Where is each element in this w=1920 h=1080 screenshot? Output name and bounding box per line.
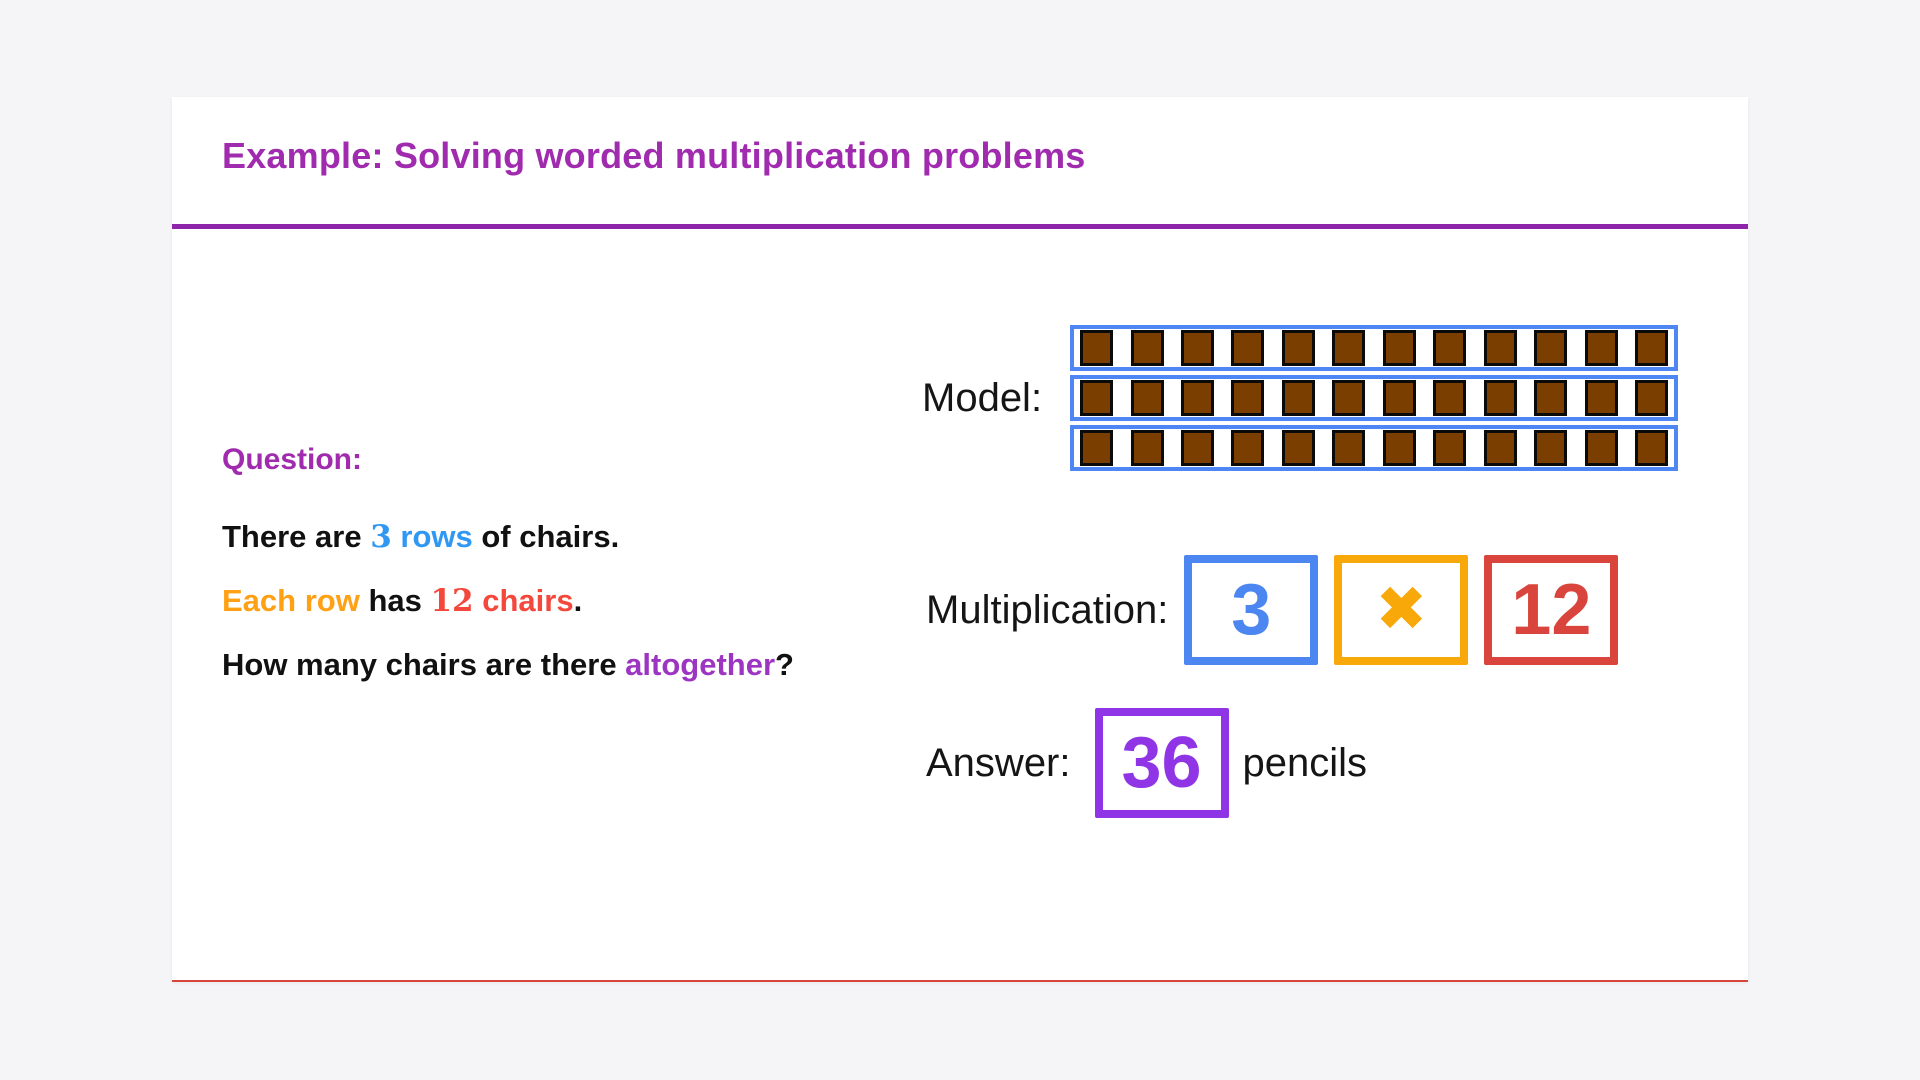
multiply-operator-box: ✖ <box>1334 555 1469 665</box>
model-square <box>1483 330 1517 366</box>
model-square <box>1534 380 1568 416</box>
model-square <box>1433 330 1467 366</box>
answer-label: Answer: <box>926 740 1071 785</box>
model-square <box>1534 330 1568 366</box>
model-square <box>1332 430 1366 466</box>
model-row <box>1070 375 1679 421</box>
question-line3-qmark: ? <box>775 647 794 682</box>
model-square <box>1130 430 1164 466</box>
model-square <box>1080 380 1114 416</box>
factor2-value: 12 <box>1511 570 1592 650</box>
model-square <box>1281 430 1315 466</box>
multiplication-label: Multiplication: <box>926 587 1169 632</box>
model-square <box>1483 430 1517 466</box>
model-square <box>1584 430 1618 466</box>
model-square <box>1635 430 1669 466</box>
answer-section: Answer: 36 pencils <box>926 708 1367 818</box>
model-square <box>1635 330 1669 366</box>
altogether-highlight: altogether <box>625 647 776 682</box>
model-square <box>1635 380 1669 416</box>
chairs-highlight: chairs <box>473 583 574 618</box>
model-square <box>1584 380 1618 416</box>
factor1-value: 3 <box>1231 570 1272 650</box>
question-line-2: Each row has 12 chairs. <box>222 583 582 619</box>
answer-box: 36 <box>1094 708 1229 818</box>
answer-unit: pencils <box>1242 740 1368 785</box>
model-square <box>1231 430 1265 466</box>
model-square <box>1080 330 1114 366</box>
question-line2-middle: has <box>359 583 431 618</box>
example-card: Example: Solving worded multiplication p… <box>172 97 1748 982</box>
model-array <box>1070 325 1679 471</box>
model-square <box>1180 430 1214 466</box>
model-square <box>1130 380 1164 416</box>
multiplication-section: Multiplication: 3 ✖ 12 <box>926 555 1619 665</box>
model-square <box>1080 430 1114 466</box>
model-square <box>1180 330 1214 366</box>
model-square <box>1382 380 1416 416</box>
model-square <box>1231 330 1265 366</box>
question-line-1: There are 3 rows of chairs. <box>222 519 619 555</box>
question-line1-prefix: There are <box>222 519 371 554</box>
question-line-3: How many chairs are there altogether? <box>222 647 794 683</box>
model-square <box>1382 330 1416 366</box>
chairs-per-row-number: 12 <box>430 583 474 619</box>
model-square <box>1180 380 1214 416</box>
title-divider <box>172 224 1748 229</box>
model-square <box>1281 330 1315 366</box>
model-section: Model: <box>922 325 1679 471</box>
page-title: Example: Solving worded multiplication p… <box>222 135 1086 176</box>
question-line1-suffix: of chairs. <box>472 519 620 554</box>
rows-count-number: 3 <box>370 519 392 555</box>
rows-highlight: rows <box>391 519 473 554</box>
factor2-box: 12 <box>1484 555 1619 665</box>
multiply-icon: ✖ <box>1375 575 1428 644</box>
model-square <box>1130 330 1164 366</box>
model-square <box>1281 380 1315 416</box>
model-square <box>1534 430 1568 466</box>
model-square <box>1382 430 1416 466</box>
each-row-highlight: Each row <box>222 583 360 618</box>
factor1-box: 3 <box>1184 555 1319 665</box>
question-line2-period: . <box>573 583 583 618</box>
model-square <box>1483 380 1517 416</box>
model-square <box>1332 330 1366 366</box>
answer-value: 36 <box>1121 723 1202 803</box>
model-label: Model: <box>922 375 1043 420</box>
question-heading: Question: <box>222 443 362 476</box>
model-square <box>1433 380 1467 416</box>
model-square <box>1332 380 1366 416</box>
model-row <box>1070 325 1679 371</box>
model-row <box>1070 425 1679 471</box>
model-square <box>1584 330 1618 366</box>
model-square <box>1231 380 1265 416</box>
question-line3-prefix: How many chairs are there <box>222 647 626 682</box>
model-square <box>1433 430 1467 466</box>
